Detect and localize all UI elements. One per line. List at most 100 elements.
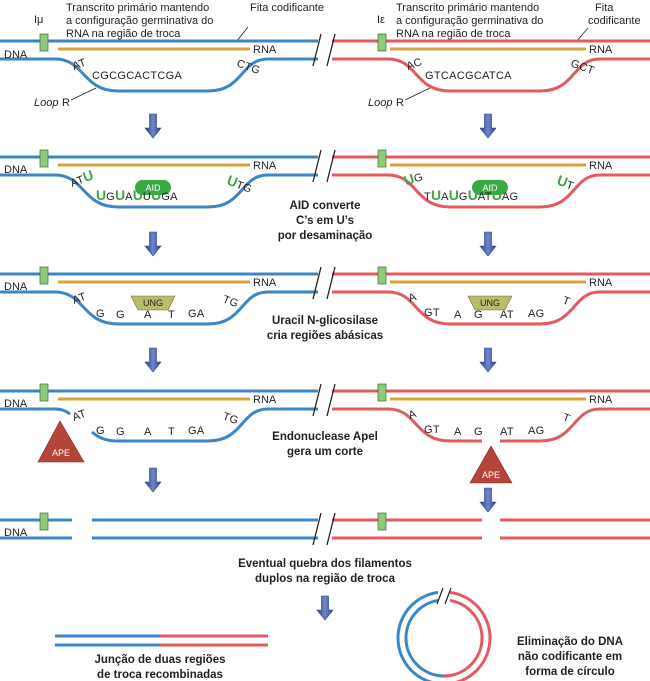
right-switch-box-5 [377, 512, 387, 531]
ung-step-bg [246, 311, 406, 343]
row-3-ung: DNA RNA UNG AT G G A T GA TG RNA UNG A G… [0, 266, 650, 343]
left-seq-ung-6: GA [188, 308, 205, 320]
right-transcript-note-3: RNA na região de troca [396, 28, 511, 40]
left-loop-leader [70, 87, 97, 101]
right-switch-box-4 [377, 383, 387, 402]
left-transcript-note-2: a configuração germinativa do [66, 15, 213, 27]
row-1-germline-transcript: Iμ Transcrito primário mantendo a config… [0, 2, 650, 109]
left-seq-ung-5: T [168, 309, 175, 321]
left-rna-label-3: RNA [253, 277, 277, 289]
right-loop-strand-4a [332, 407, 482, 443]
left-seq-start: AT [71, 57, 88, 73]
left-seq-ung-7: TG [221, 294, 240, 311]
aid-step-1: AID converte [290, 200, 361, 212]
right-loop-leader [404, 87, 431, 101]
right-seq-ung-4: G [474, 309, 483, 321]
right-loop-strand-2 [332, 173, 650, 209]
break-marks-row4 [312, 383, 336, 417]
right-loop-strand-3 [332, 290, 650, 326]
left-switch-box-2 [39, 149, 49, 168]
left-seq-ung-2: G [96, 308, 105, 320]
right-seq-ape-2: GT [424, 424, 440, 436]
right-seq-aid-middle: TUAUGUATUAG [424, 187, 518, 203]
break-marks-row3 [312, 266, 336, 300]
right-rna-label-2: RNA [589, 160, 613, 172]
left-seq-aid-end: UTG [225, 172, 255, 196]
aid-enzyme-left [135, 180, 171, 195]
left-seq-aid-start: ATU [68, 167, 96, 190]
arrow-left-1 [144, 113, 162, 139]
aid-step-bg [250, 196, 400, 244]
left-seq-ung-3: G [116, 309, 125, 321]
right-seq-ung-2: GT [424, 307, 440, 319]
ung-label-left: UNG [143, 298, 163, 308]
left-dna-label-2: DNA [4, 164, 28, 176]
right-rna-label-4: RNA [589, 394, 613, 406]
right-seq-aid-end: UT [555, 172, 577, 193]
right-seq-start: AC [405, 56, 424, 73]
right-coding-label-2: codificante [588, 15, 641, 27]
left-switch-box [39, 33, 49, 52]
left-transcript-note-3: RNA na região de troca [66, 28, 181, 40]
left-dna-label-5: DNA [4, 527, 28, 539]
break-marks-row1 [312, 33, 336, 67]
left-seq-ape-1: AT [71, 408, 88, 424]
excised-dna-circle [396, 587, 492, 681]
right-switch-box-2 [377, 149, 387, 168]
ung-enzyme-left [130, 295, 176, 311]
right-rna-label-3: RNA [589, 277, 613, 289]
left-switch-label: Iμ [34, 14, 43, 26]
ape-label-right: APE [482, 470, 500, 480]
dsb-step-2: duplos na região de troca [255, 573, 396, 585]
row-5-double-strand-break: DNA Eventual quebra dos filamentos duplo… [0, 512, 650, 585]
right-seq-ung-1: A [407, 291, 419, 305]
left-switch-box-4 [39, 383, 49, 402]
aid-label-right: AID [482, 183, 498, 193]
arrow-left-3 [144, 347, 162, 373]
dsb-step-1: Eventual quebra dos filamentos [238, 558, 412, 570]
right-coding-label-1: Fita [595, 2, 614, 14]
left-seq-ung-4: A [144, 309, 152, 321]
left-seq-ung-1: AT [71, 291, 88, 307]
left-transcript-note-1: Transcrito primário mantendo [66, 2, 209, 14]
right-transcript-note-2: a configuração germinativa do [396, 15, 543, 27]
elimination-line-3: forma de círculo [525, 666, 614, 678]
left-loop-label: Loop [34, 97, 58, 109]
left-seq-ape-7: TG [221, 411, 240, 428]
arrow-right-2 [479, 231, 497, 257]
aid-enzyme-right [472, 180, 508, 195]
right-seq-ape-4: G [474, 426, 483, 438]
right-seq-middle: GTCACGCATCA [425, 70, 512, 82]
row-6-outcomes: Junção de duas regiões de troca recombin… [55, 587, 623, 681]
left-dna-label-3: DNA [4, 281, 28, 293]
left-seq-ape-5: T [168, 426, 175, 438]
arrow-right-4 [479, 487, 497, 513]
ape-label-left: APE [52, 448, 70, 458]
ung-step-2: cria regiões abásicas [267, 330, 383, 342]
break-marks-row2 [312, 149, 336, 183]
elimination-line-2: não codificante em [518, 651, 622, 663]
right-seq-ung-3: A [454, 309, 462, 321]
junction-line-2: de troca recombinadas [97, 669, 223, 681]
left-rna-label-2: RNA [253, 160, 277, 172]
right-transcript-note-1: Transcrito primário mantendo [396, 2, 539, 14]
right-loop-label: Loop [368, 97, 392, 109]
ape-step-bg [252, 427, 398, 459]
right-seq-ape-5: AT [500, 426, 514, 438]
ung-enzyme-right [467, 295, 513, 311]
right-switch-box-3 [377, 266, 387, 285]
aid-step-2: C’s em U’s [296, 215, 354, 227]
arrow-right-1 [479, 113, 497, 139]
arrow-right-3 [479, 347, 497, 373]
left-seq-aid-middle: UGUAUUUGA [96, 187, 178, 203]
ape-step-2: gera um corte [287, 446, 363, 458]
row-2-aid: DNA RNA AID ATU UGUAUUUGA UTG RNA AID UG… [0, 149, 650, 244]
right-seq-ape-6: AG [528, 425, 545, 437]
right-rna-label: RNA [589, 44, 613, 56]
left-rna-label-4: RNA [253, 394, 277, 406]
ape-enzyme-left [37, 420, 85, 463]
right-loop-letter: R [396, 97, 404, 109]
right-seq-ung-7: T [561, 295, 572, 309]
left-seq-ape-6: GA [188, 425, 205, 437]
